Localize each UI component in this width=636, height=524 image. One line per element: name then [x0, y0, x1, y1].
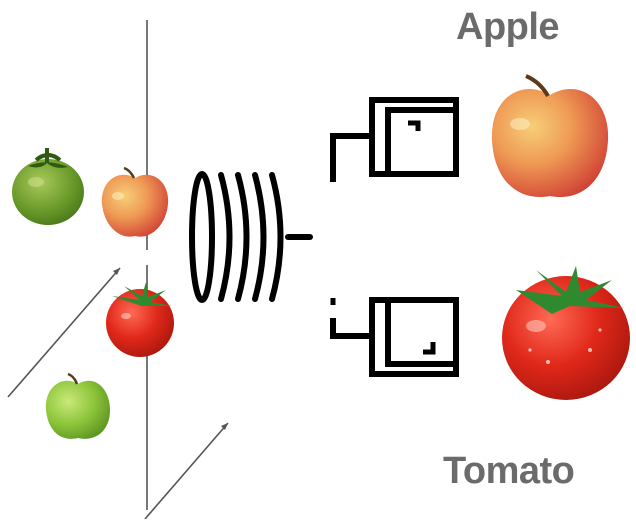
output-tomato-icon	[502, 266, 630, 400]
green-tomato-icon	[12, 148, 84, 225]
output-apple-icon	[491, 74, 609, 198]
red-apple-icon	[101, 166, 169, 237]
coil-icon	[189, 171, 313, 303]
red-tomato-icon	[106, 282, 174, 357]
bottom-reader-icon	[330, 297, 459, 377]
diagonal-line-bottom	[144, 422, 229, 520]
tomato-label: Tomato	[443, 450, 575, 492]
diagonal-line-left	[7, 267, 121, 398]
top-reader-icon	[330, 97, 459, 182]
apple-label: Apple	[456, 6, 560, 48]
arrowhead-left	[113, 268, 120, 275]
arrowhead-bottom	[221, 423, 228, 430]
green-apple-icon	[45, 372, 110, 439]
